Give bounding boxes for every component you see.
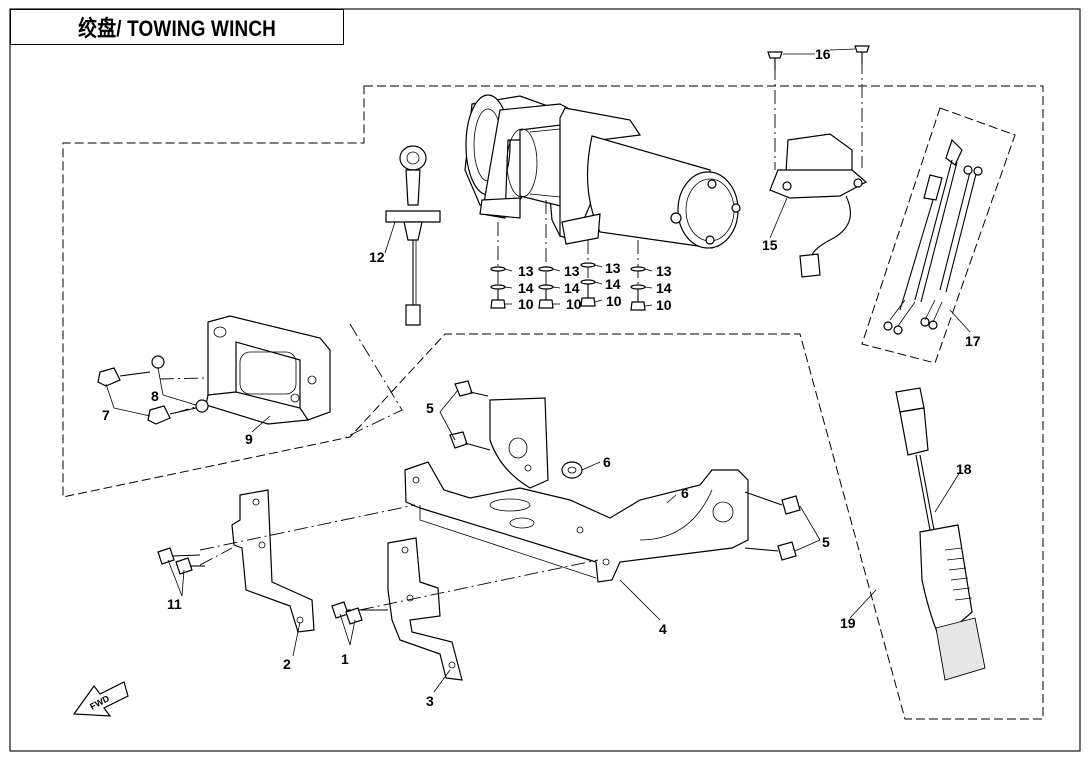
callout-leaders — [105, 197, 971, 693]
switch-connector-12 — [385, 145, 441, 326]
fairlead-outline-dashdot — [345, 323, 403, 438]
callout-14-c: 14 — [605, 276, 621, 292]
callout-15: 15 — [762, 237, 778, 253]
fairlead-bolts-7-8 — [97, 355, 209, 425]
winch-assembly — [464, 94, 741, 249]
winch-mounting-hardware — [490, 262, 646, 311]
title-box: 绞盘/ TOWING WINCH — [10, 9, 344, 45]
callout-13-d: 13 — [656, 263, 672, 279]
callout-10-b: 10 — [566, 296, 582, 312]
diagram-title: 绞盘/ TOWING WINCH — [78, 16, 276, 41]
callout-13-b: 13 — [564, 263, 580, 279]
harness-outline-dashed — [861, 107, 1016, 364]
callout-14-a: 14 — [518, 280, 534, 296]
callout-10-c: 10 — [606, 293, 622, 309]
callout-10-d: 10 — [656, 297, 672, 313]
callout-14-b: 14 — [564, 280, 580, 296]
callout-16: 16 — [815, 46, 831, 62]
mounting-plate-4 — [404, 461, 749, 583]
bracket-bolts-11 — [157, 547, 205, 575]
kit-outline-dashed — [62, 85, 1044, 720]
remote-control-18 — [895, 387, 986, 681]
callout-7: 7 — [102, 407, 110, 423]
callout-5-right: 5 — [822, 534, 830, 550]
fairlead-9 — [159, 315, 331, 425]
side-plate — [489, 397, 549, 489]
callout-17: 17 — [965, 333, 981, 349]
plate-bolts-5-right — [744, 491, 801, 561]
callout-5-upper: 5 — [426, 400, 434, 416]
callout-14-d: 14 — [656, 280, 672, 296]
callout-13-a: 13 — [518, 263, 534, 279]
screws-16 — [767, 45, 870, 70]
callout-6-upper: 6 — [603, 454, 611, 470]
callout-labels: 1 2 3 4 5 5 6 6 7 8 9 10 10 10 10 11 12 … — [102, 46, 981, 709]
upper-plate-bolts-5 — [449, 380, 491, 451]
fwd-arrow-icon: FWD — [72, 681, 129, 717]
callout-11: 11 — [167, 596, 182, 612]
bracket-bolts-1 — [331, 601, 388, 625]
callout-3: 3 — [426, 693, 434, 709]
battery-cables-17 — [883, 138, 983, 335]
diagram-frame — [9, 8, 1081, 752]
callout-4: 4 — [659, 621, 667, 637]
callout-18: 18 — [956, 461, 972, 477]
bracket-3 — [359, 537, 599, 681]
contactor-15 — [769, 60, 868, 278]
callout-2: 2 — [283, 656, 291, 672]
callout-10-a: 10 — [518, 296, 534, 312]
callout-9: 9 — [245, 431, 253, 447]
callout-19: 19 — [840, 615, 856, 631]
callout-13-c: 13 — [605, 260, 621, 276]
callout-6-lower: 6 — [681, 485, 689, 501]
callout-8: 8 — [151, 388, 159, 404]
callout-1: 1 — [341, 651, 349, 667]
callout-12: 12 — [369, 249, 385, 265]
bracket-2 — [199, 489, 416, 633]
